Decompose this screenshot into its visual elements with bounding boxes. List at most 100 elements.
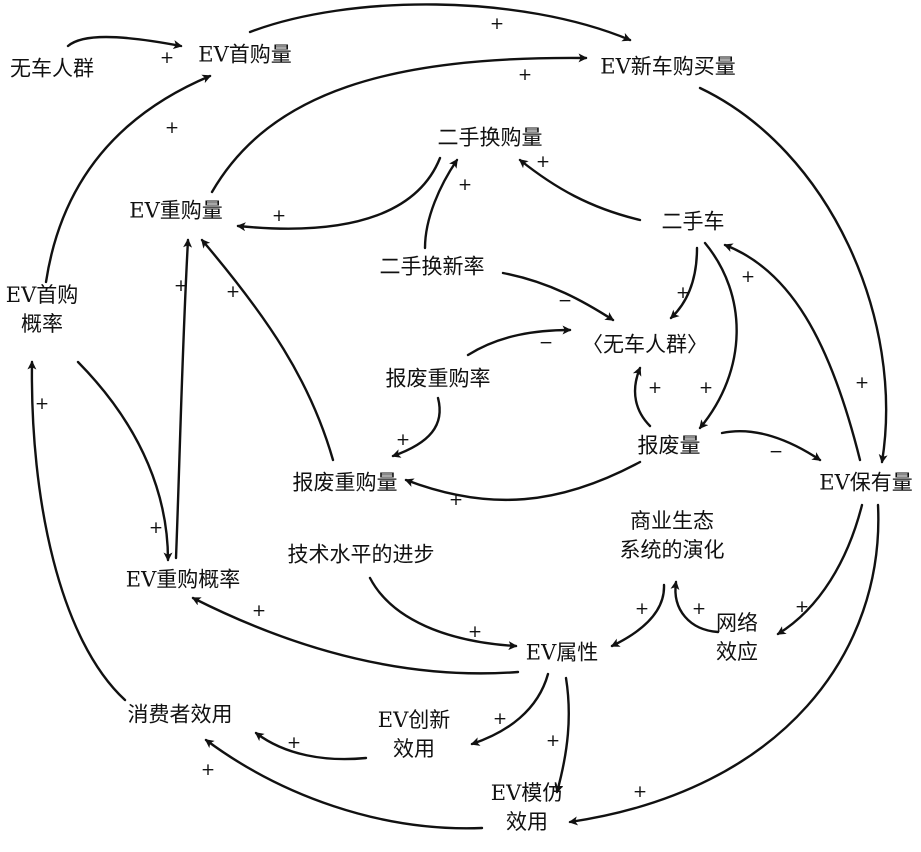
polarity-sign: + — [252, 601, 266, 621]
node-label-line: 二手换购量 — [438, 126, 543, 150]
polarity-sign: − — [539, 333, 553, 353]
polarity-sign: + — [855, 373, 869, 393]
node-ev-first-purchase: EV首购量 — [198, 43, 292, 67]
polarity-sign: + — [635, 599, 649, 619]
node-consumer-utility: 消费者效用 — [128, 703, 233, 727]
polarity-sign: − — [769, 442, 783, 462]
polarity-sign: − — [558, 291, 572, 311]
edge-arrow — [174, 238, 193, 560]
node-ev-attributes: EV属性 — [526, 641, 599, 665]
polarity-sign: + — [692, 599, 706, 619]
edge-arrow — [200, 238, 335, 462]
node-second-hand-car: 二手车 — [662, 210, 725, 234]
node-second-hand-renew-rate: 二手换新率 — [380, 255, 485, 279]
node-no-car-group: 无车人群 — [10, 57, 94, 81]
edge-arrow — [776, 503, 864, 636]
polarity-sign: + — [272, 206, 286, 226]
node-ev-stock: EV保有量 — [819, 471, 913, 495]
node-label-line: 网络 — [716, 611, 758, 635]
node-label-line: 二手车 — [662, 210, 725, 234]
edge-arrow — [404, 460, 642, 502]
node-second-hand-exchange: 二手换购量 — [438, 126, 543, 150]
polarity-sign: + — [160, 48, 174, 68]
polarity-sign: + — [536, 152, 550, 172]
node-scrap-repurchase-rate: 报废重购率 — [386, 367, 491, 391]
polarity-signs-layer: ++++++++−+++−+++−++++++++++++++ — [35, 14, 869, 802]
edge-arrow — [554, 676, 570, 794]
edge-arrow — [698, 241, 738, 430]
edge-arrow — [518, 158, 642, 222]
node-ev-innovation-utility: EV创新效用 — [378, 708, 451, 761]
node-ev-repurchase-prob: EV重购概率 — [126, 568, 241, 592]
edge-arrow — [610, 583, 666, 648]
polarity-sign: + — [795, 597, 809, 617]
edge-arrow — [236, 156, 442, 232]
edge-arrow — [191, 596, 520, 675]
edge-arrow — [470, 672, 550, 746]
edge-arrow — [76, 360, 173, 562]
edge-arrow — [698, 86, 888, 464]
polarity-sign: + — [676, 283, 690, 303]
node-no-car-group-shadow: 〈无车人群〉 — [582, 333, 708, 357]
node-label-line: 二手换新率 — [380, 255, 485, 279]
node-label-line: EV新车购买量 — [600, 55, 736, 79]
edge-arrow — [669, 246, 699, 320]
node-label-line: EV创新 — [378, 708, 451, 732]
edge-arrow — [27, 360, 127, 702]
edge-arrow — [466, 325, 572, 357]
node-tech-progress: 技术水平的进步 — [288, 543, 435, 567]
edge-arrow — [568, 503, 880, 826]
polarity-sign: + — [699, 378, 713, 398]
edge-arrow — [368, 576, 518, 651]
edge-arrow — [204, 738, 484, 830]
polarity-sign: + — [518, 65, 532, 85]
node-scrap-repurchase-volume: 报废重购量 — [293, 471, 398, 495]
node-label-line: EV保有量 — [819, 471, 913, 495]
node-ev-imitation-utility: EV模仿效用 — [491, 781, 564, 834]
polarity-sign: + — [174, 276, 188, 296]
polarity-sign: + — [493, 709, 507, 729]
node-ev-first-purchase-prob: EV首购概率 — [6, 283, 79, 336]
node-label-line: EV模仿 — [491, 781, 564, 805]
edge-arrow — [723, 243, 862, 462]
polarity-sign: + — [201, 760, 215, 780]
node-label-line: 〈无车人群〉 — [582, 333, 708, 357]
node-label-line: 报废重购率 — [386, 367, 491, 391]
edge-arrow — [210, 53, 588, 194]
node-business-ecosystem: 商业生态系统的演化 — [620, 509, 725, 562]
node-ev-new-car-purchase: EV新车购买量 — [600, 55, 736, 79]
polarity-sign: + — [149, 518, 163, 538]
polarity-sign: + — [648, 378, 662, 398]
node-label-line: EV首购 — [6, 283, 79, 307]
edge-arrow — [670, 580, 720, 634]
node-label-line: 报废量 — [638, 434, 701, 458]
node-label-line: EV重购概率 — [126, 568, 241, 592]
node-label-line: 效用 — [393, 737, 435, 761]
edge-arrow — [66, 35, 183, 50]
edge-arrow — [720, 429, 822, 462]
polarity-sign: + — [741, 267, 755, 287]
node-label-line: EV首购量 — [198, 43, 292, 67]
edges-layer — [27, 3, 888, 830]
node-label-line: 系统的演化 — [620, 538, 725, 562]
node-label-line: 概率 — [21, 312, 63, 336]
node-label-line: EV重购量 — [129, 199, 223, 223]
polarity-sign: + — [396, 430, 410, 450]
node-label-line: 效用 — [506, 810, 548, 834]
polarity-sign: + — [226, 282, 240, 302]
node-label-line: 技术水平的进步 — [288, 543, 435, 567]
polarity-sign: + — [287, 733, 301, 753]
edge-arrow — [248, 3, 632, 42]
edge-arrow — [632, 366, 652, 428]
polarity-sign: + — [165, 118, 179, 138]
node-label-line: 消费者效用 — [128, 703, 233, 727]
polarity-sign: + — [490, 14, 504, 34]
edge-arrow — [423, 158, 459, 250]
polarity-sign: + — [468, 622, 482, 642]
node-label-line: 效应 — [716, 640, 758, 664]
polarity-sign: + — [633, 782, 647, 802]
edge-arrow — [391, 396, 441, 458]
